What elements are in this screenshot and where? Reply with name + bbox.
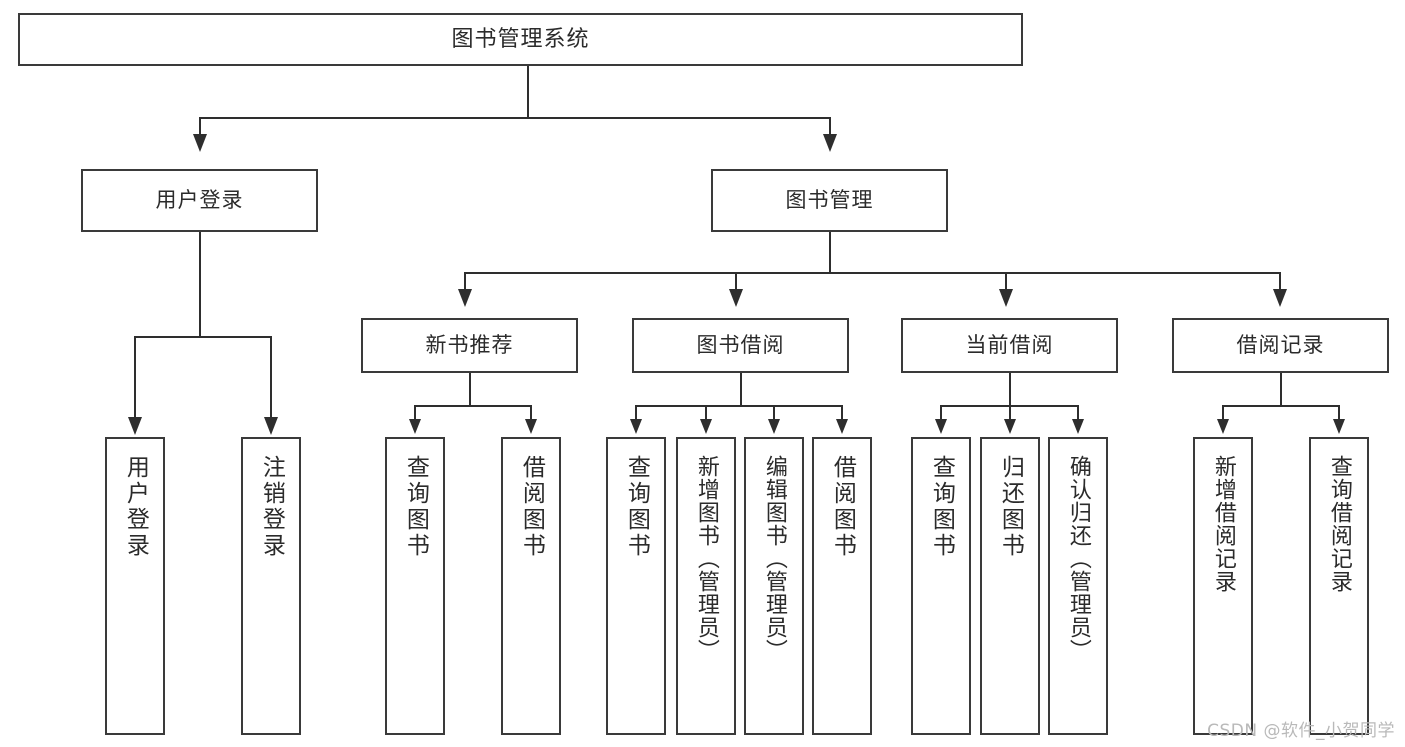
leaf-add-book-admin[interactable]: 新增图书（管理员） <box>676 437 736 735</box>
arrow-to-bb-leaf-2 <box>700 419 712 434</box>
node-user-login[interactable]: 用户登录 <box>81 169 318 232</box>
arrow-to-login-leaf-2 <box>264 417 278 435</box>
arrow-to-nbr-leaf-1 <box>409 419 421 434</box>
connector-drop-cb-3 <box>1077 405 1079 419</box>
leaf-logout[interactable]: 注销登录 <box>241 437 301 735</box>
arrow-to-current-borrow <box>999 289 1013 307</box>
node-borrow-record[interactable]: 借阅记录 <box>1172 318 1389 373</box>
connector-borrow-record-bar <box>1222 405 1340 407</box>
node-label: 查询借阅记录 <box>1326 455 1352 593</box>
node-book-borrow[interactable]: 图书借阅 <box>632 318 849 373</box>
node-label: 新增借阅记录 <box>1210 455 1236 593</box>
connector-drop-new-book-rec <box>464 272 466 290</box>
leaf-user-login[interactable]: 用户登录 <box>105 437 165 735</box>
node-label: 借阅图书 <box>518 455 545 559</box>
node-current-borrow[interactable]: 当前借阅 <box>901 318 1118 373</box>
connector-new-book-rec-bar <box>414 405 532 407</box>
connector-book-borrow-bar <box>635 405 842 407</box>
arrow-to-br-leaf-2 <box>1333 419 1345 434</box>
node-label: 归还图书 <box>997 455 1024 559</box>
node-label: 确认归还（管理员） <box>1065 455 1091 662</box>
connector-drop-bb-4 <box>841 405 843 419</box>
arrow-to-cb-leaf-2 <box>1004 419 1016 434</box>
node-label: 图书借阅 <box>696 333 785 358</box>
node-new-book-recommendation[interactable]: 新书推荐 <box>361 318 578 373</box>
connector-drop-book-management <box>829 117 831 135</box>
connector-drop-nbr-1 <box>414 405 416 419</box>
node-label: 用户登录 <box>155 188 244 213</box>
arrow-to-br-leaf-1 <box>1217 419 1229 434</box>
connector-level1-bar <box>199 117 831 119</box>
leaf-query-borrow-record[interactable]: 查询借阅记录 <box>1309 437 1369 735</box>
connector-book-borrow-stem <box>740 373 742 405</box>
leaf-query-book-bb[interactable]: 查询图书 <box>606 437 666 735</box>
connector-drop-borrow-record <box>1279 272 1281 290</box>
leaf-confirm-return-admin[interactable]: 确认归还（管理员） <box>1048 437 1108 735</box>
node-label: 图书管理 <box>785 188 874 213</box>
connector-user-login-stem <box>199 232 201 336</box>
leaf-edit-book-admin[interactable]: 编辑图书（管理员） <box>744 437 804 735</box>
node-label: 注销登录 <box>258 455 285 559</box>
connector-drop-login-1 <box>134 336 136 418</box>
leaf-add-borrow-record[interactable]: 新增借阅记录 <box>1193 437 1253 735</box>
connector-drop-br-2 <box>1338 405 1340 419</box>
connector-user-login-bar <box>134 336 272 338</box>
arrow-to-cb-leaf-3 <box>1072 419 1084 434</box>
connector-drop-nbr-2 <box>530 405 532 419</box>
connector-drop-user-login <box>199 117 201 135</box>
connector-drop-book-borrow <box>735 272 737 290</box>
node-label: 当前借阅 <box>965 333 1054 358</box>
leaf-query-book-cb[interactable]: 查询图书 <box>911 437 971 735</box>
node-label: 查询图书 <box>402 455 429 559</box>
connector-drop-br-1 <box>1222 405 1224 419</box>
arrow-to-login-leaf-1 <box>128 417 142 435</box>
connector-root-stem <box>527 66 529 117</box>
node-label: 编辑图书（管理员） <box>761 455 787 662</box>
arrow-to-borrow-record <box>1273 289 1287 307</box>
arrow-to-book-management <box>823 134 837 152</box>
connector-drop-bb-3 <box>773 405 775 419</box>
arrow-to-new-book-rec <box>458 289 472 307</box>
arrow-to-user-login <box>193 134 207 152</box>
arrow-to-cb-leaf-1 <box>935 419 947 434</box>
arrow-to-book-borrow <box>729 289 743 307</box>
connector-drop-bb-1 <box>635 405 637 419</box>
node-label: 查询图书 <box>623 455 650 559</box>
connector-drop-login-2 <box>270 336 272 418</box>
connector-drop-bb-2 <box>705 405 707 419</box>
node-root-book-management-system[interactable]: 图书管理系统 <box>18 13 1023 66</box>
node-label: 借阅记录 <box>1236 333 1325 358</box>
connector-drop-cb-1 <box>940 405 942 419</box>
node-label: 查询图书 <box>928 455 955 559</box>
node-label: 借阅图书 <box>829 455 856 559</box>
node-label: 新增图书（管理员） <box>693 455 719 662</box>
leaf-query-book-nbr[interactable]: 查询图书 <box>385 437 445 735</box>
node-book-management[interactable]: 图书管理 <box>711 169 948 232</box>
arrow-to-bb-leaf-1 <box>630 419 642 434</box>
connector-drop-current-borrow <box>1005 272 1007 290</box>
connector-current-borrow-stem <box>1009 373 1011 405</box>
node-label: 图书管理系统 <box>451 26 590 52</box>
connector-book-management-stem <box>829 232 831 272</box>
arrow-to-bb-leaf-4 <box>836 419 848 434</box>
leaf-borrow-book-bb[interactable]: 借阅图书 <box>812 437 872 735</box>
arrow-to-nbr-leaf-2 <box>525 419 537 434</box>
node-label: 新书推荐 <box>425 333 514 358</box>
connector-drop-cb-2 <box>1009 405 1011 419</box>
leaf-borrow-book-nbr[interactable]: 借阅图书 <box>501 437 561 735</box>
connector-level3-bar <box>464 272 1281 274</box>
node-label: 用户登录 <box>122 455 149 559</box>
connector-new-book-rec-stem <box>469 373 471 405</box>
leaf-return-book[interactable]: 归还图书 <box>980 437 1040 735</box>
arrow-to-bb-leaf-3 <box>768 419 780 434</box>
connector-borrow-record-stem <box>1280 373 1282 405</box>
